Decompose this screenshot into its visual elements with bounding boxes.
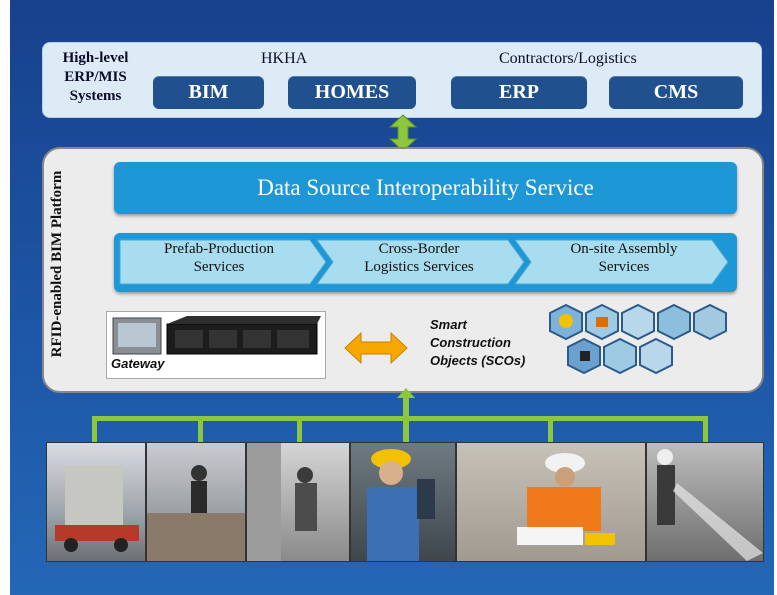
construction-photos-row: [46, 442, 764, 562]
erp-systems-label: High-level ERP/MIS Systems: [53, 49, 138, 106]
service-label-line2: Services: [598, 259, 650, 275]
photo-worker-wall: [246, 442, 350, 562]
sco-line3: Objects (SCOs): [430, 353, 526, 368]
service-label-line1: Cross-Border: [378, 241, 460, 257]
gateway-device-image: Gateway: [106, 311, 326, 379]
erp-system-box: ERP: [451, 76, 587, 109]
platform-side-label: RFID-enabled BIM Platform: [49, 170, 65, 358]
service-label-line1: On-site Assembly: [570, 241, 678, 257]
photo-worker-spraying: [646, 442, 764, 562]
smart-construction-objects-label: Smart Construction Objects (SCOs): [430, 316, 525, 370]
rfid-bim-platform: RFID-enabled BIM Platform Data Source In…: [42, 147, 764, 393]
sco-line2: Construction: [430, 335, 511, 350]
gateway-hardware-icon: [112, 316, 321, 355]
bim-system-box: BIM: [153, 76, 264, 109]
photo-worker-rfid-reader: [350, 442, 456, 562]
green-connector-lines: [92, 388, 708, 444]
hexagon-icon: [603, 337, 637, 375]
hexagon-icon: [657, 303, 691, 341]
data-source-interoperability-service: Data Source Interoperability Service: [114, 162, 737, 214]
orange-double-arrow-icon: [344, 331, 408, 365]
erp-label-line1: High-level: [62, 50, 129, 66]
cms-system-box: CMS: [609, 76, 743, 109]
sco-line1: Smart: [430, 317, 467, 332]
service-chevrons: [119, 239, 729, 285]
services-bar: Prefab-Production Services Cross-Border …: [114, 233, 737, 292]
service-label-line2: Services: [193, 259, 245, 275]
homes-system-box: HOMES: [288, 76, 416, 109]
service-label-line2: Logistics Services: [364, 259, 474, 275]
service-label-line1: Prefab-Production: [164, 241, 274, 257]
gateway-label: Gateway: [111, 356, 165, 371]
erp-label-line3: Systems: [69, 88, 122, 104]
onsite-assembly-services: On-site Assembly Services: [526, 240, 722, 284]
erp-label-line2: ERP/MIS: [64, 69, 127, 85]
erp-systems-panel: High-level ERP/MIS Systems HKHA Contract…: [42, 42, 762, 118]
prefab-production-services: Prefab-Production Services: [124, 240, 314, 284]
sco-hexagon-cluster: [549, 303, 727, 375]
photo-prefab-truck: [46, 442, 146, 562]
contractors-logistics-label: Contractors/Logistics: [499, 50, 637, 67]
photo-inspector-orange-vest: [456, 442, 646, 562]
hexagon-icon: [639, 337, 673, 375]
hexagon-icon: [693, 303, 727, 341]
hexagon-icon: [621, 303, 655, 341]
hkha-label: HKHA: [261, 50, 308, 67]
slide-background: High-level ERP/MIS Systems HKHA Contract…: [10, 0, 774, 595]
photo-worker-scanning: [146, 442, 246, 562]
cross-border-logistics-services: Cross-Border Logistics Services: [326, 240, 512, 284]
